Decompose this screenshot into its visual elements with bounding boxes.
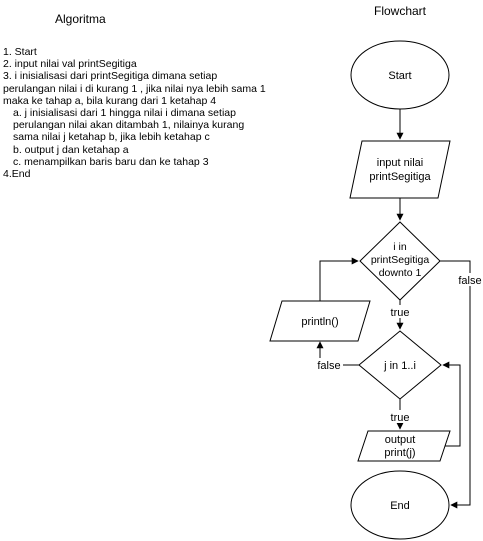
decision1-label-line1: i in xyxy=(393,241,407,253)
algorithm-substep: a. j inisialisasi dari 1 hingga nilai i … xyxy=(13,107,245,144)
false-label-2: false xyxy=(317,360,340,372)
start-label: Start xyxy=(388,70,411,82)
end-terminal xyxy=(350,470,450,540)
algorithm-step: 4.End xyxy=(3,168,31,181)
decision2-label: j in 1..i xyxy=(383,360,416,372)
output-label-line1: output xyxy=(385,434,416,446)
arrow-output-decision2 xyxy=(442,361,461,447)
algorithm-step: 2. input nilai val printSegitiga xyxy=(3,58,137,71)
output-label-line2: print(j) xyxy=(384,447,415,459)
false-label-1: false xyxy=(458,275,481,287)
output-node xyxy=(357,430,451,462)
true-label-1: true xyxy=(391,307,410,319)
algorithm-step: 3. i inisialisasi dari printSegitiga dim… xyxy=(3,70,266,107)
algorithm-step: 1. Start xyxy=(3,46,37,58)
end-label: End xyxy=(390,500,410,512)
decision1-label-line2: printSegitiga xyxy=(371,254,430,266)
arrow-println-decision1 xyxy=(319,257,359,301)
arrow-decision1-end xyxy=(440,260,471,509)
algorithm-steps: 1. Start 2. input nilai val printSegitig… xyxy=(3,46,271,180)
input-label-line2: printSegitiga xyxy=(369,171,431,183)
true-label-2: true xyxy=(391,412,410,424)
algorithm-title: Algoritma xyxy=(55,12,106,26)
input-node xyxy=(349,140,451,199)
println-label: println() xyxy=(301,316,338,328)
decision1-label-line3: downto 1 xyxy=(379,267,422,279)
algorithm-substep: c. menampilkan baris baru dan ke tahap 3 xyxy=(13,155,209,168)
algorithm-substep: b. output j dan ketahap a xyxy=(13,143,129,156)
input-label-line1: input nilai xyxy=(377,157,423,169)
println-node xyxy=(269,300,371,342)
flowchart-title: Flowchart xyxy=(374,4,427,18)
